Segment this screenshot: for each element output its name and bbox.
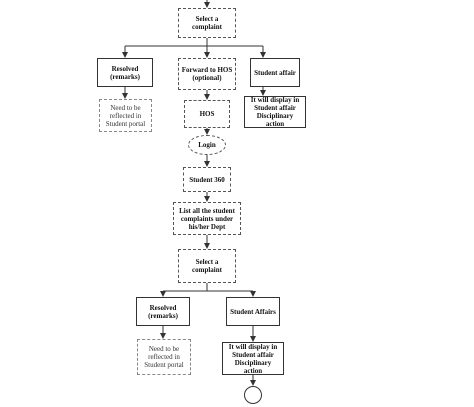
list-complaints-node: List all the student complaints under hi… [173,202,241,235]
end-node [244,386,262,404]
resolved-node-1: Resolved (remarks) [97,58,153,87]
student-affairs-node-2: Student Affairs [226,297,280,326]
student-affair-node-1: Student affair [250,58,300,87]
reflected-in-portal-node-2: Need to be reflected in Student portal [137,339,191,375]
display-disciplinary-node-1: It will display in Student affair Discip… [244,96,306,128]
resolved-node-2: Resolved (remarks) [136,297,190,326]
select-complaint-node-1: Select a complaint [178,8,236,38]
reflected-in-portal-node-1: Need to be reflected in Student portal [99,99,152,132]
select-complaint-node-2: Select a complaint [178,249,236,283]
hos-node: HOS [184,100,230,128]
student-360-node: Student 360 [183,167,231,192]
display-disciplinary-node-2: It will display in Student affair Discip… [222,342,284,375]
login-node: Login [188,135,226,155]
forward-to-hos-node: Forward to HOS (optional) [178,58,236,90]
